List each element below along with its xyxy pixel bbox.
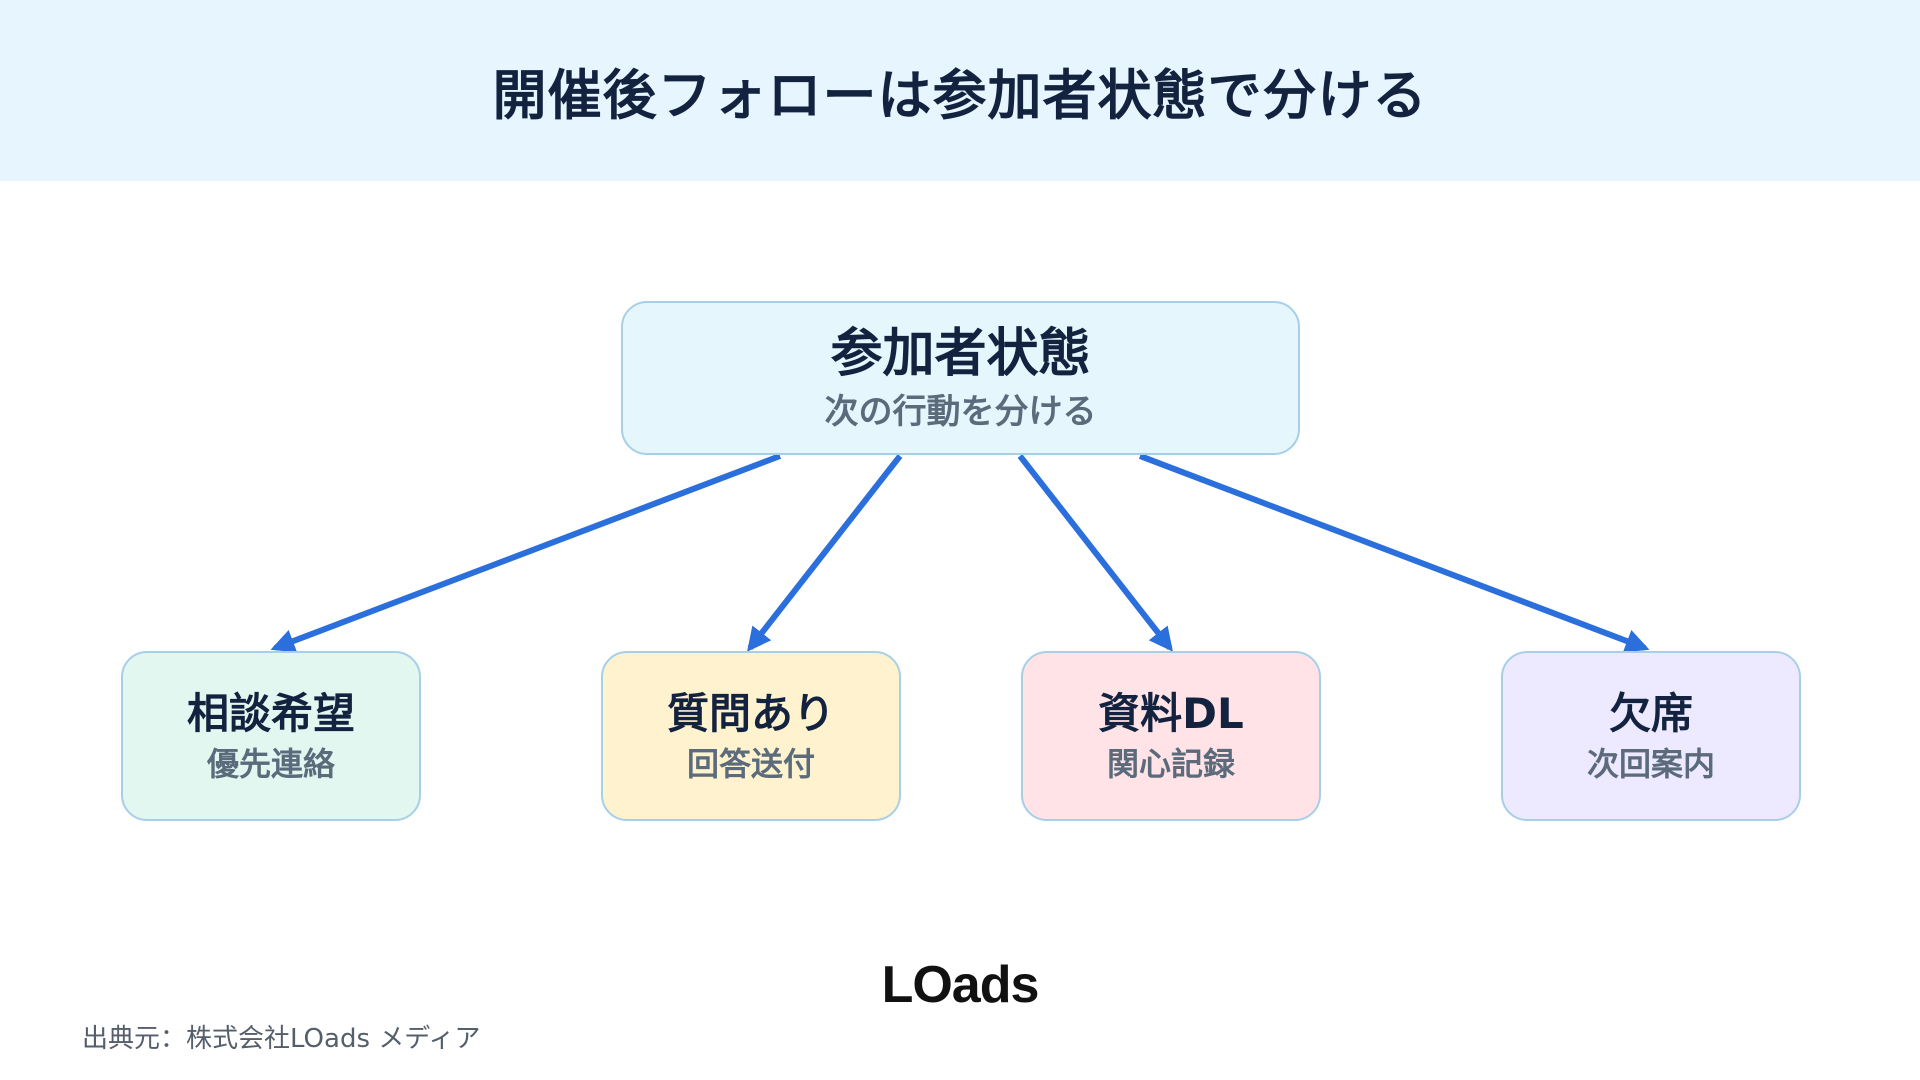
arrow-to-absence (1138, 453, 1650, 653)
branch-node-title: 相談希望 (186, 688, 355, 738)
branch-node-download: 資料DL 関心記録 (1021, 651, 1321, 821)
branch-node-question: 質問あり 回答送付 (601, 651, 901, 821)
arrow-to-download (1017, 454, 1173, 652)
source-credit: 出典元：株式会社LOads メディア (82, 1024, 481, 1054)
brand-logo: LOads (881, 956, 1040, 1014)
branch-node-subtitle: 優先連絡 (206, 745, 335, 783)
arrow-to-question (747, 454, 903, 652)
branch-node-consultation: 相談希望 優先連絡 (121, 651, 421, 821)
root-node: 参加者状態 次の行動を分ける (621, 301, 1300, 455)
root-node-title: 参加者状態 (830, 324, 1091, 385)
branch-node-title: 資料DL (1098, 688, 1244, 738)
header-band: 開催後フォローは参加者状態で分ける (0, 0, 1920, 181)
branch-node-absence: 欠席 次回案内 (1501, 651, 1801, 821)
branch-node-subtitle: 関心記録 (1106, 745, 1235, 783)
branch-node-title: 欠席 (1608, 688, 1693, 738)
arrow-to-consultation (270, 453, 782, 653)
root-node-subtitle: 次の行動を分ける (824, 391, 1097, 432)
branch-node-subtitle: 回答送付 (686, 745, 815, 783)
branch-node-subtitle: 次回案内 (1586, 745, 1715, 783)
branch-node-title: 質問あり (666, 688, 835, 738)
diagram-title: 開催後フォローは参加者状態で分ける (492, 64, 1428, 127)
